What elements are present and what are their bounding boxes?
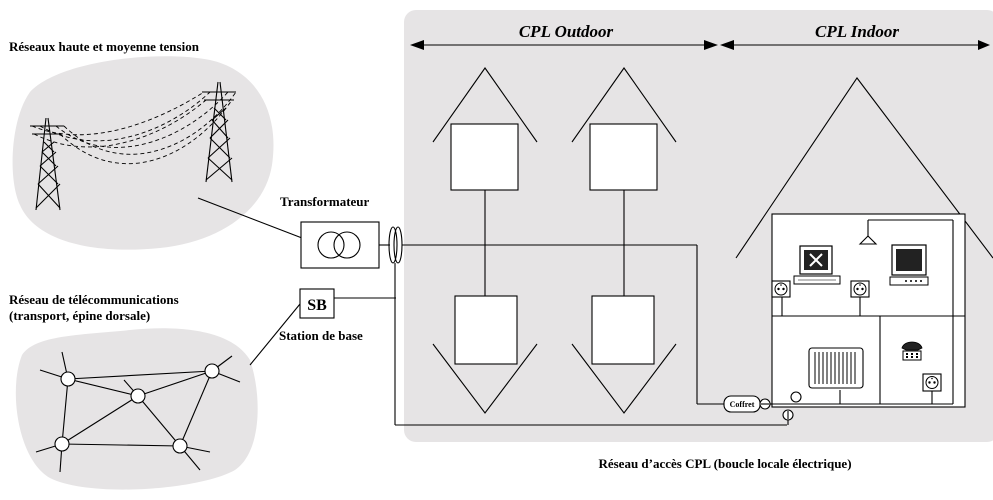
transformer-coil-right — [333, 231, 361, 259]
transformer-box — [300, 221, 380, 269]
telephone-icon — [901, 341, 923, 361]
coffret-label: Coffret — [730, 400, 755, 409]
desktop-computer-icon — [793, 245, 841, 285]
ceiling-lamp-icon — [858, 235, 878, 245]
telecom-label-line1: Réseau de télécommunications — [9, 292, 179, 307]
telecom-node — [54, 436, 70, 452]
telecom-to-sb-link — [249, 303, 301, 366]
indoor-label: CPL Indoor — [815, 22, 899, 41]
telecom-node — [204, 363, 220, 379]
transformer-coil-left — [317, 231, 345, 259]
telecom-label-line2: (transport, épine dorsale) — [9, 308, 150, 323]
coupler-ring-icon — [388, 226, 403, 264]
tv-monitor-icon — [889, 244, 929, 286]
outdoor-arrow — [410, 40, 718, 50]
hv-cables — [31, 91, 237, 165]
outdoor-house-left — [432, 67, 538, 414]
sb-label: SB — [307, 297, 327, 314]
access-network-caption: Réseau d’accès CPL (boucle locale électr… — [598, 456, 851, 471]
telecom-network-region — [15, 328, 258, 490]
sb-box — [299, 288, 335, 319]
pylon-left-icon — [30, 117, 64, 211]
meter-circle — [790, 391, 802, 403]
indoor-wiring — [772, 219, 965, 405]
hv-to-transformer-link — [197, 197, 303, 239]
indoor-arrow — [720, 40, 990, 50]
telecom-node — [60, 371, 76, 387]
telecom-node — [130, 388, 146, 404]
outdoor-label: CPL Outdoor — [519, 22, 614, 41]
power-outlet-icon — [922, 373, 942, 392]
base-station-label: Station de base — [279, 328, 363, 343]
hv-network-region — [12, 56, 274, 250]
telecom-graph — [35, 351, 241, 473]
pylon-right-icon — [202, 81, 236, 183]
coffret-coupler-icon — [759, 398, 771, 410]
power-outlet-icon — [850, 280, 870, 298]
hv-networks-label: Réseaux haute et moyenne tension — [9, 39, 200, 54]
telecom-node — [172, 438, 188, 454]
radiator-icon — [808, 347, 864, 389]
power-outlet-icon — [771, 280, 791, 298]
outdoor-house-right — [571, 67, 677, 414]
transformer-label: Transformateur — [280, 194, 370, 209]
backbone-coupler-icon — [782, 409, 794, 421]
